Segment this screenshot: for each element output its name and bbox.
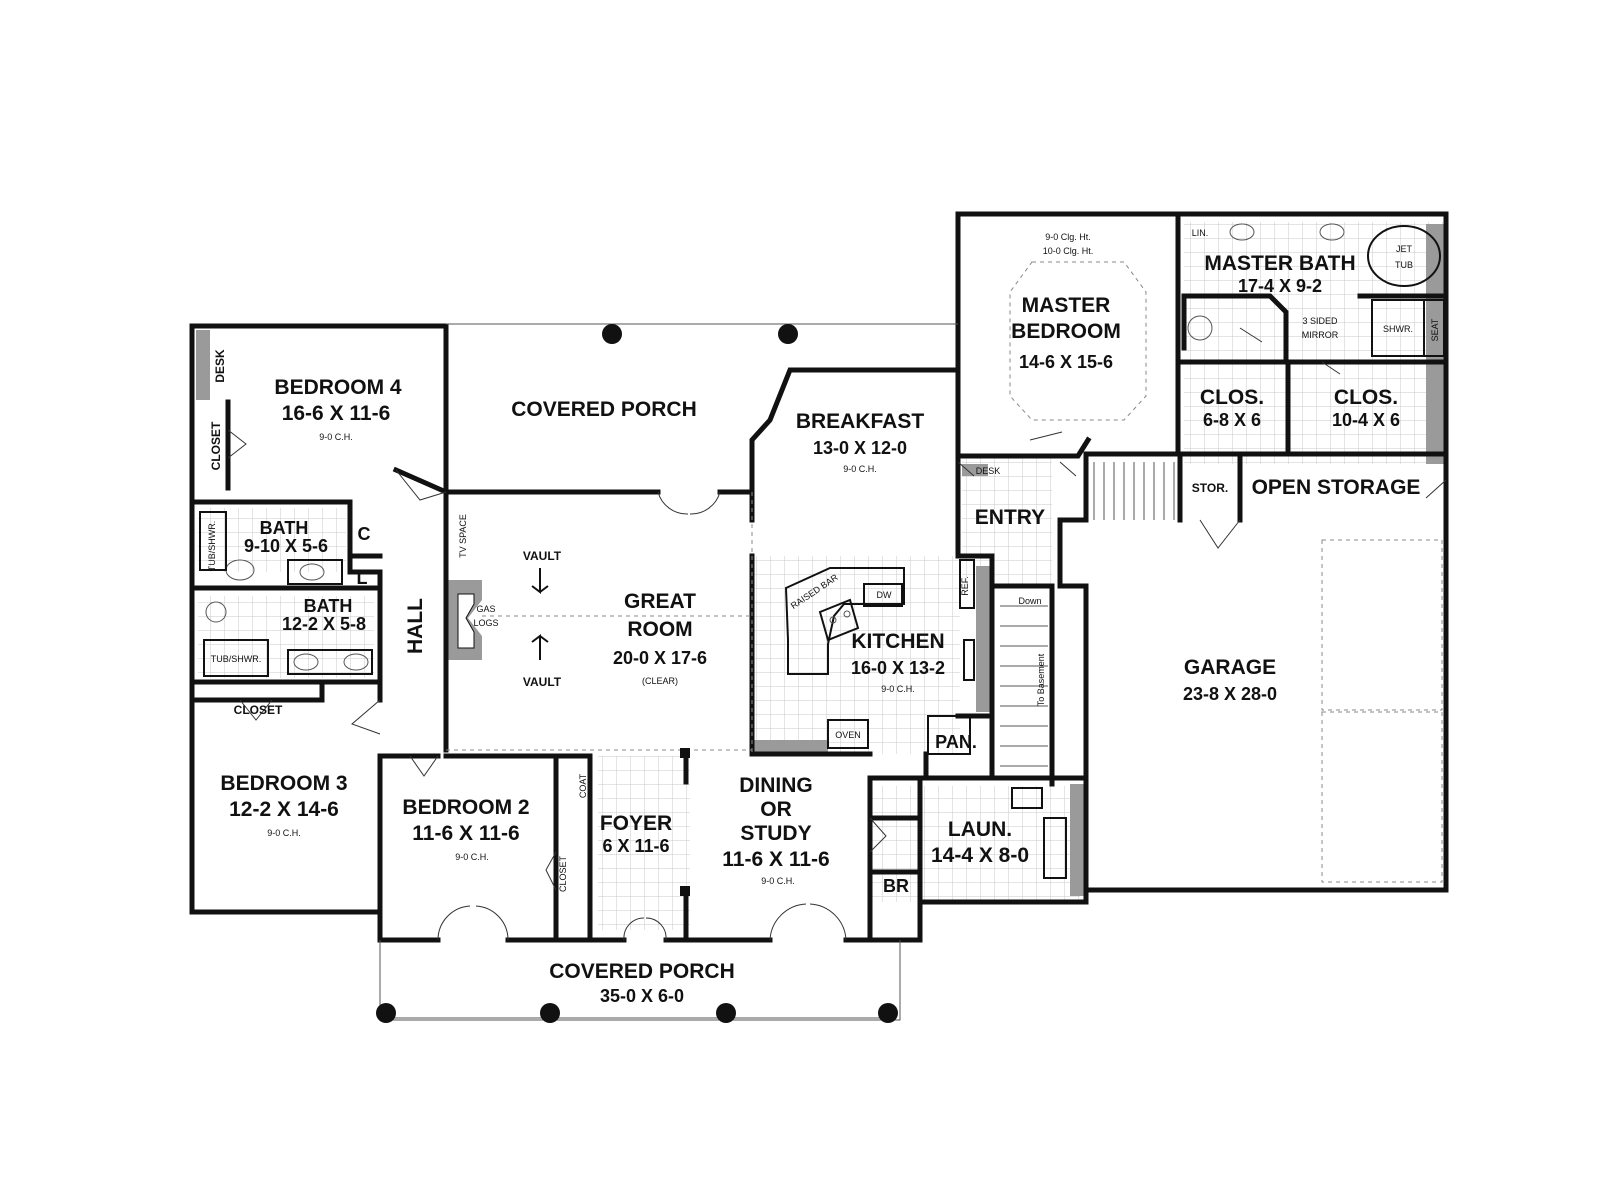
room-labels: BEDROOM 4 16-6 X 11-6 9-0 C.H. DESK CLOS…: [207, 228, 1440, 1006]
master-seat: SEAT: [1430, 318, 1440, 341]
walls: [189, 211, 1449, 943]
dining-line-1: DINING: [739, 774, 813, 797]
master-size: 14-6 X 15-6: [1019, 352, 1113, 372]
master-bath-name: MASTER BATH: [1204, 252, 1355, 275]
bedroom4-size: 16-6 X 11-6: [282, 402, 391, 425]
breakfast-name: BREAKFAST: [796, 410, 925, 433]
column-marker: [602, 324, 622, 344]
to-basement: To Basement: [1036, 653, 1046, 706]
garage-size: 23-8 X 28-0: [1183, 684, 1277, 704]
jet-tub-1: JET: [1396, 244, 1413, 254]
bedroom3-name: BEDROOM 3: [220, 772, 347, 795]
kitchen-name: KITCHEN: [851, 630, 944, 653]
laundry-size: 14-4 X 8-0: [931, 844, 1029, 867]
bedroom3-size: 12-2 X 14-6: [229, 798, 339, 821]
clos2-name: CLOS.: [1334, 386, 1398, 409]
bedroom4-closet: CLOSET: [209, 421, 223, 470]
fixture-lines: [199, 223, 1445, 1021]
dining-note: 9-0 C.H.: [761, 876, 795, 886]
front-porch-size: 35-0 X 6-0: [600, 986, 684, 1006]
stairs-down: Down: [1018, 596, 1041, 606]
foyer-name: FOYER: [600, 812, 672, 835]
closet-c: C: [358, 524, 371, 544]
master-name-2: BEDROOM: [1011, 320, 1121, 343]
bedroom2-name: BEDROOM 2: [402, 796, 529, 819]
refrigerator: REF.: [960, 576, 970, 596]
bath2-name: BATH: [304, 596, 353, 616]
bedroom3-note: 9-0 C.H.: [267, 828, 301, 838]
clos1-name: CLOS.: [1200, 386, 1264, 409]
bedroom2-note: 9-0 C.H.: [455, 852, 489, 862]
column-marker: [376, 1003, 396, 1023]
hall-name: HALL: [404, 598, 427, 654]
bedroom3-closet: CLOSET: [234, 703, 283, 717]
great-room-size: 20-0 X 17-6: [613, 648, 707, 668]
bath1-name: BATH: [260, 518, 309, 538]
dining-line-3: STUDY: [740, 822, 811, 845]
porch-columns: [376, 324, 898, 1023]
bedroom4-note: 9-0 C.H.: [319, 432, 353, 442]
doors: [227, 327, 1447, 941]
bath2-tub: TUB/SHWR.: [211, 654, 262, 664]
gas-logs-2: LOGS: [473, 618, 498, 628]
closet-l: L: [357, 568, 368, 588]
bath1-size: 9-10 X 5-6: [244, 536, 328, 556]
pantry: PAN.: [935, 732, 977, 752]
bedroom2-size: 11-6 X 11-6: [412, 822, 519, 845]
master-bath-lin: LIN.: [1192, 228, 1209, 238]
vault-bottom: VAULT: [523, 675, 562, 689]
garage-name: GARAGE: [1184, 656, 1276, 679]
column-marker: [778, 324, 798, 344]
open-storage-name: OPEN STORAGE: [1252, 476, 1421, 499]
coat-closet: COAT: [578, 773, 588, 798]
oven: OVEN: [835, 730, 861, 740]
breakfast-note: 9-0 C.H.: [843, 464, 877, 474]
clos2-size: 10-4 X 6: [1332, 410, 1400, 430]
mirror-1: 3 SIDED: [1302, 316, 1338, 326]
bedroom4-desk: DESK: [213, 349, 227, 383]
foyer-size: 6 X 11-6: [602, 836, 669, 856]
bedroom4-name: BEDROOM 4: [274, 376, 402, 399]
kitchen-size: 16-0 X 13-2: [851, 658, 945, 678]
dining-size: 11-6 X 11-6: [722, 848, 829, 871]
rear-porch-name: COVERED PORCH: [511, 398, 697, 421]
entry-name: ENTRY: [975, 506, 1045, 529]
master-ceiling-1: 9-0 Clg. Ht.: [1045, 232, 1091, 242]
dishwasher: DW: [877, 590, 892, 600]
great-room-name-1: GREAT: [624, 590, 696, 613]
master-bath-size: 17-4 X 9-2: [1238, 276, 1322, 296]
master-ceiling-2: 10-0 Clg. Ht.: [1043, 246, 1094, 256]
clos1-size: 6-8 X 6: [1203, 410, 1261, 430]
front-porch-name: COVERED PORCH: [549, 960, 735, 983]
gas-logs-1: GAS: [476, 604, 495, 614]
breakfast-size: 13-0 X 12-0: [813, 438, 907, 458]
tv-space: TV SPACE: [458, 514, 468, 558]
gray-fixtures: [196, 224, 1446, 896]
bedroom2-closet: CLOSET: [558, 855, 568, 892]
stor-name: STOR.: [1192, 481, 1228, 495]
column-marker: [716, 1003, 736, 1023]
mirror-2: MIRROR: [1302, 330, 1339, 340]
great-room-note: (CLEAR): [642, 676, 678, 686]
great-room-name-2: ROOM: [627, 618, 692, 641]
laundry-name: LAUN.: [948, 818, 1012, 841]
br-name: BR: [883, 876, 909, 896]
master-shower: SHWR.: [1383, 324, 1413, 334]
bath2-size: 12-2 X 5-8: [282, 614, 366, 634]
jet-tub-2: TUB: [1395, 260, 1413, 270]
dining-line-2: OR: [760, 798, 792, 821]
master-name-1: MASTER: [1022, 294, 1111, 317]
column-marker: [878, 1003, 898, 1023]
bath1-tub: TUB/SHWR.: [207, 521, 217, 572]
entry-desk: DESK: [976, 466, 1001, 476]
kitchen-note: 9-0 C.H.: [881, 684, 915, 694]
column-marker: [540, 1003, 560, 1023]
vault-top: VAULT: [523, 549, 562, 563]
